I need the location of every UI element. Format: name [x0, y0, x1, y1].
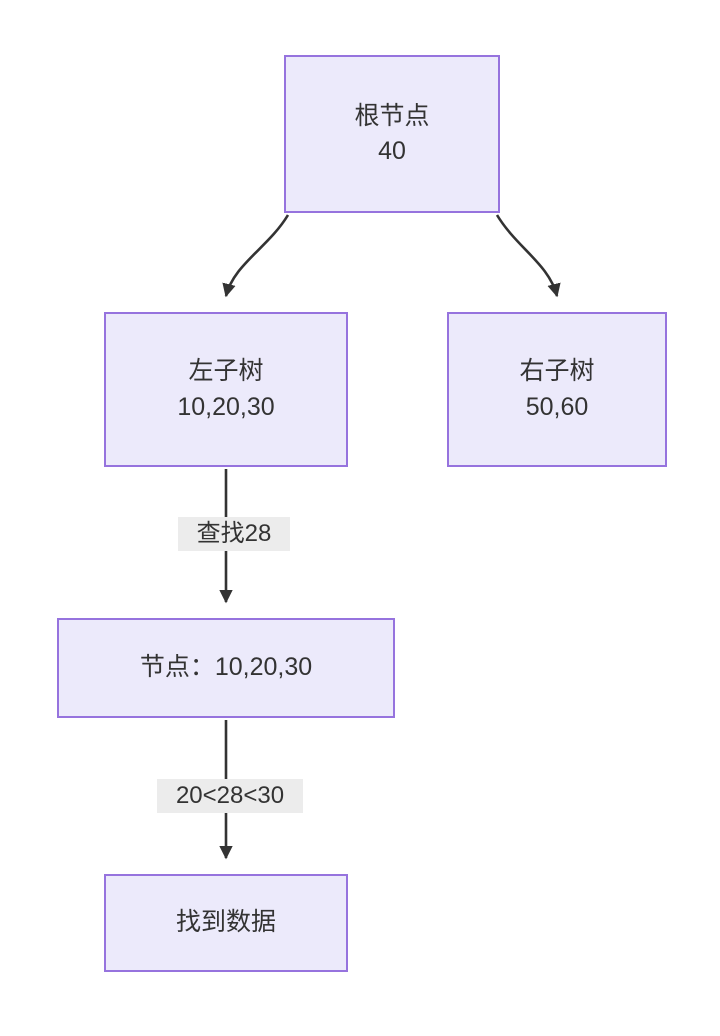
found-data-node-label: 找到数据	[175, 908, 276, 937]
current-node[interactable]: 节点：10,20,30	[57, 618, 395, 718]
root-node[interactable]: 根节点 40	[284, 55, 500, 213]
root-node-label-line-2: 40	[378, 137, 406, 165]
edge-root-to-left	[222, 214, 290, 298]
found-data-node[interactable]: 找到数据	[104, 874, 348, 972]
right-subtree-node-label-line-2: 50,60	[525, 392, 589, 421]
right-subtree-node-label-line-1: 右子树	[519, 357, 595, 385]
edge-root-to-right	[495, 214, 561, 298]
edge-label-search: 查找28	[178, 517, 290, 551]
left-subtree-node-label-line-1: 左子树	[188, 357, 264, 385]
left-subtree-node[interactable]: 左子树 10,20,30	[104, 312, 348, 467]
current-node-label: 节点：10,20,30	[139, 653, 313, 682]
left-subtree-node-label-line-2: 10,20,30	[177, 392, 275, 421]
root-node-label-line-1: 根节点	[354, 101, 430, 130]
edge-label-compare: 20<28<30	[157, 779, 303, 813]
right-subtree-node[interactable]: 右子树 50,60	[447, 312, 667, 467]
